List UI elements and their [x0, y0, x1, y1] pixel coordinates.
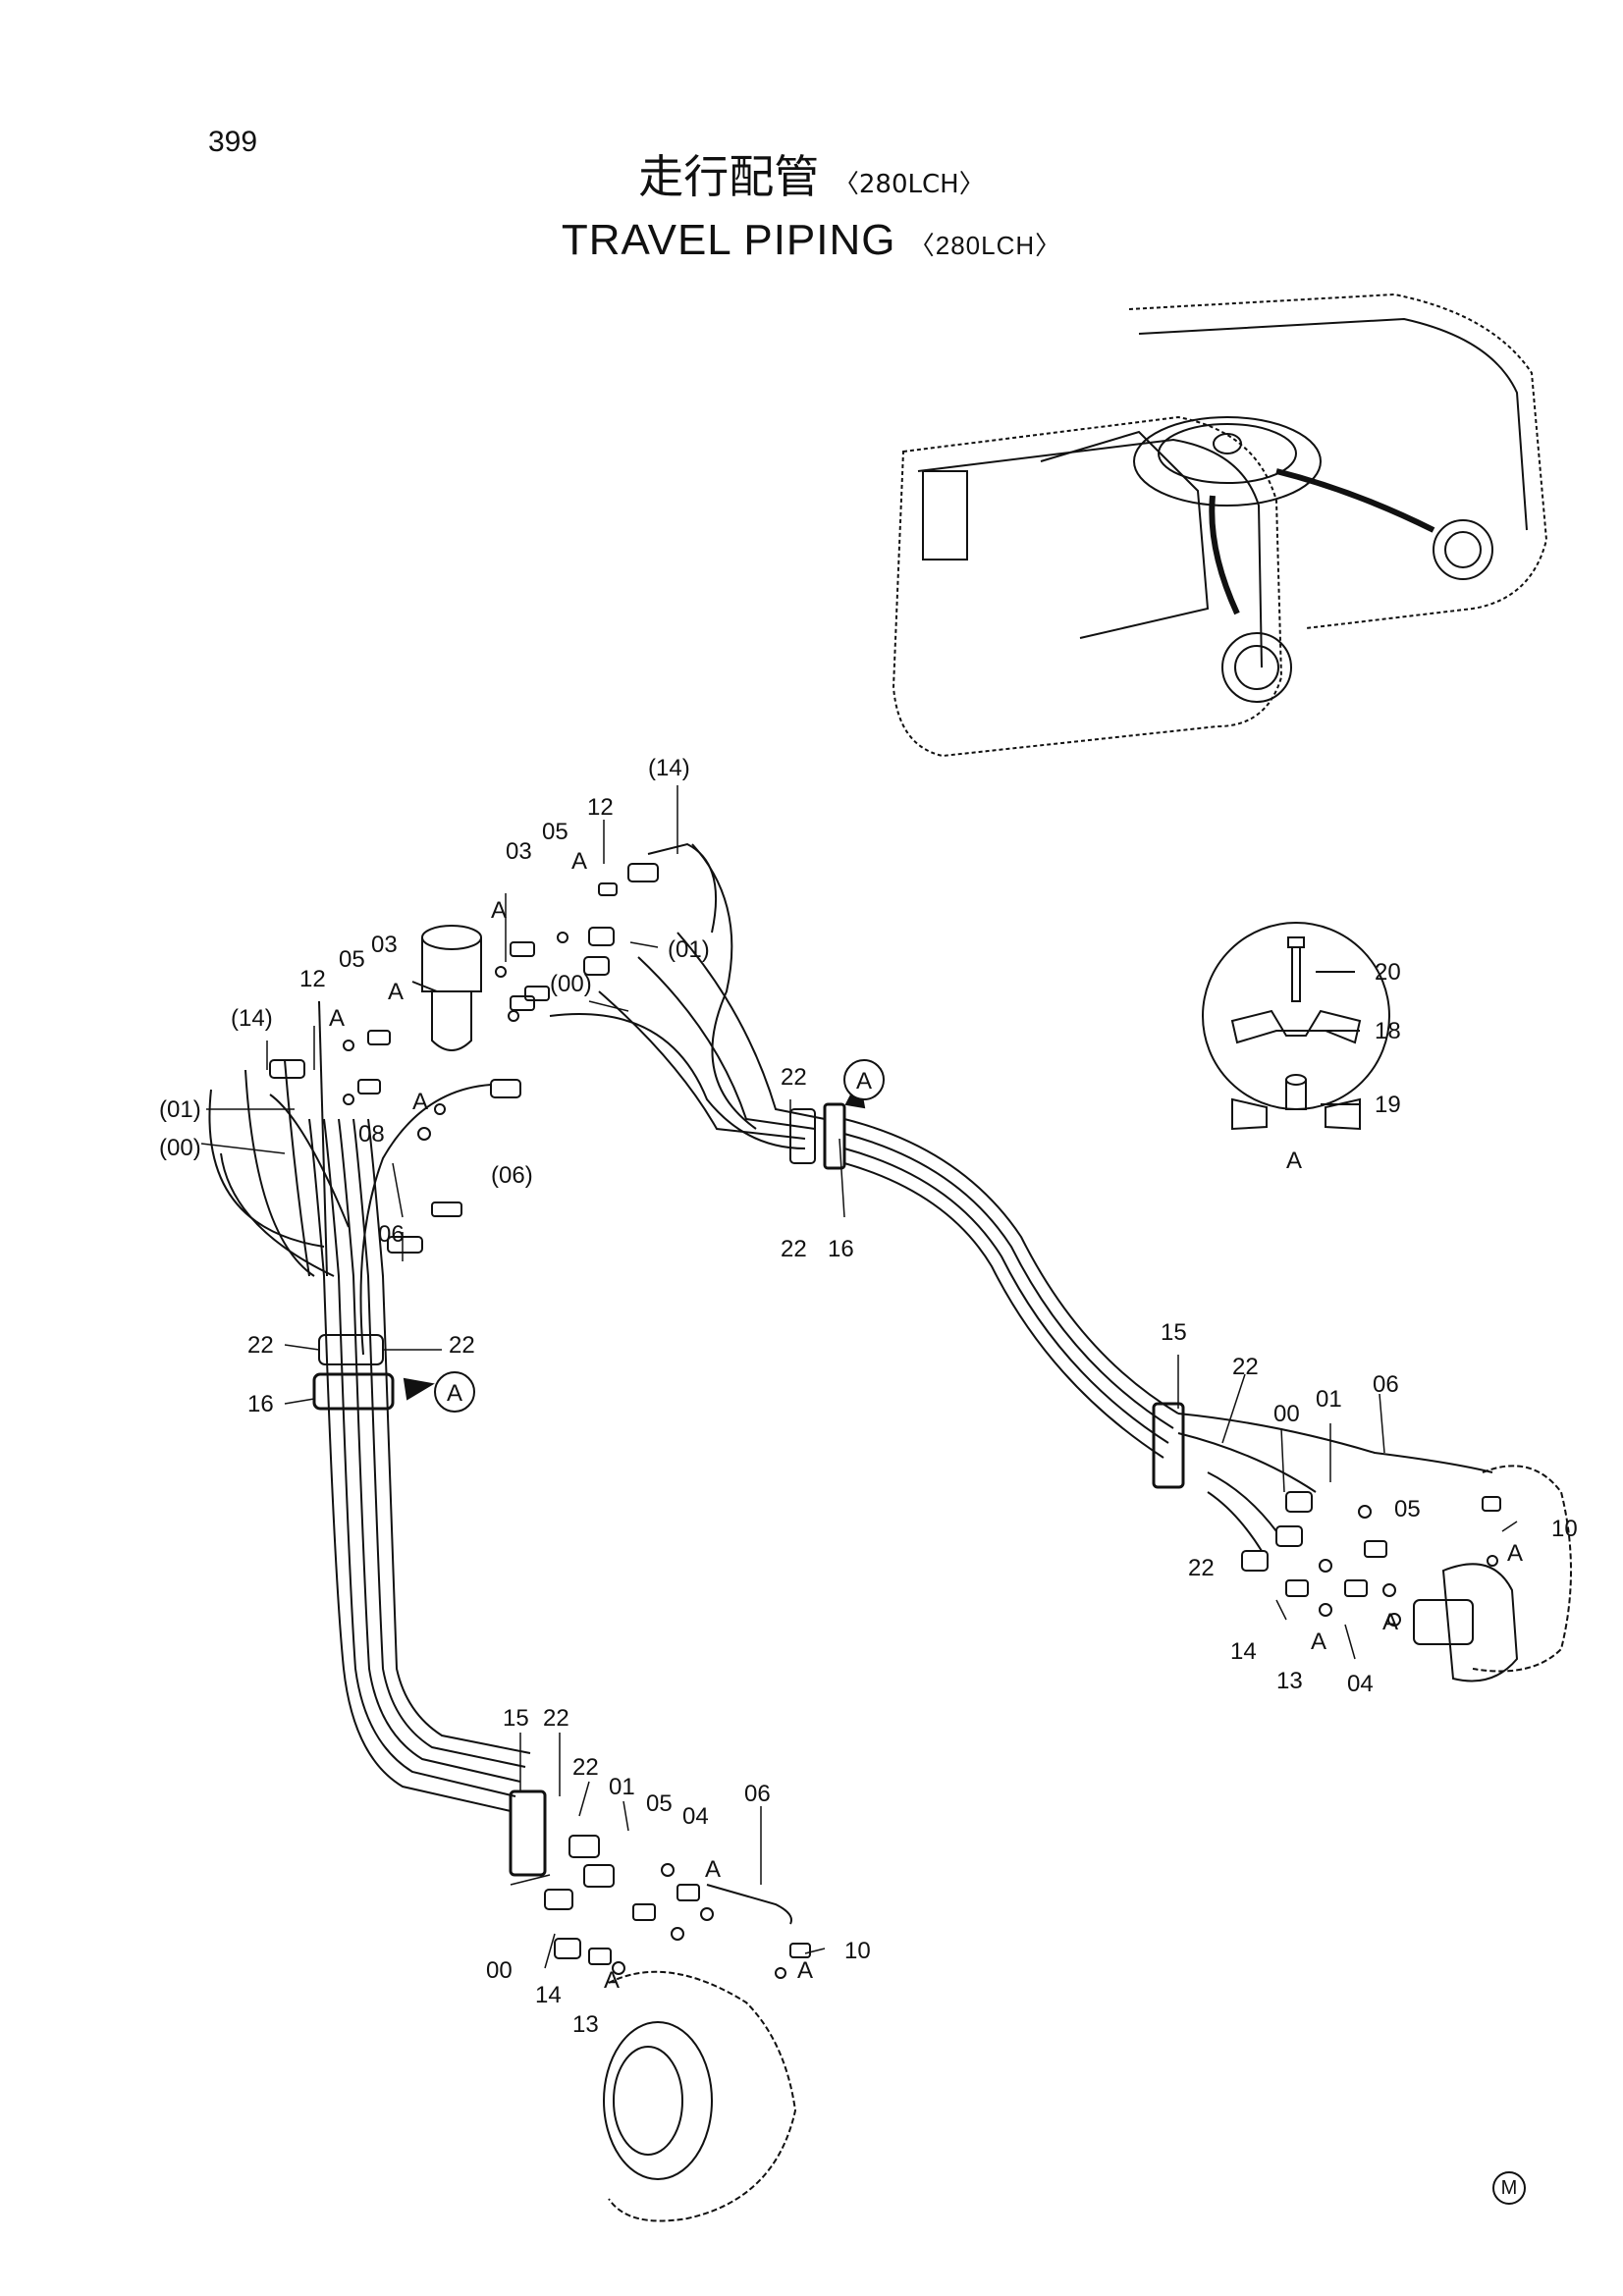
detail-part-18: 18	[1375, 1018, 1401, 1044]
clamps	[312, 1102, 1185, 1877]
callout-10-right: 10	[1551, 1516, 1578, 1542]
callout-00-top: (00)	[550, 971, 592, 997]
callout-13-right: 13	[1276, 1668, 1303, 1694]
callout-01-left: (01)	[159, 1096, 201, 1123]
leader-lines	[200, 785, 1518, 1969]
callout-12-left: 12	[299, 966, 326, 992]
detail-view-label: A	[1286, 1148, 1302, 1174]
callout-03-top: 03	[506, 838, 532, 865]
callout-14-right: 14	[1230, 1638, 1257, 1665]
callout-22-bottom-2: 22	[572, 1754, 599, 1781]
callout-22-bottom-1: 22	[543, 1705, 569, 1732]
callout-01-top: (01)	[668, 936, 710, 963]
callout-14-left: (14)	[231, 1005, 273, 1032]
right-travel-motor	[1241, 1465, 1572, 1682]
callout-05-left: 05	[339, 946, 365, 973]
hose-bundle-left	[244, 1000, 531, 1812]
detail-a-view	[1202, 922, 1390, 1131]
callout-10-bottom: 10	[844, 1938, 871, 1964]
callout-06-b: 06	[378, 1221, 405, 1248]
callout-15-right: 15	[1161, 1319, 1187, 1346]
title-japanese-text: 走行配管	[638, 150, 820, 203]
callout-14-top: (14)	[648, 755, 690, 781]
callout-a-left-1: A	[329, 1005, 345, 1032]
callout-a-small: A	[412, 1089, 428, 1115]
callout-a-top-2: A	[491, 897, 507, 924]
manufacturer-mark: M	[1492, 2171, 1526, 2205]
callout-a-bottom-3: A	[797, 1957, 813, 1984]
center-joint	[411, 925, 482, 1051]
callout-06-bottom: 06	[744, 1781, 771, 1807]
callout-05-top: 05	[542, 819, 568, 845]
callout-16-mid: 16	[828, 1236, 854, 1262]
hose-bundle-right	[843, 1118, 1493, 1552]
callout-22-left-2: 22	[449, 1332, 475, 1359]
callout-22-left-1: 22	[247, 1332, 274, 1359]
callout-00-left: (00)	[159, 1135, 201, 1161]
callout-05-right: 05	[1394, 1496, 1421, 1522]
callout-22-mid-bottom: 22	[781, 1236, 807, 1262]
callout-22-right-1: 22	[1232, 1354, 1259, 1380]
callout-06-right: 06	[1373, 1371, 1399, 1398]
callout-14-bottom: 14	[535, 1982, 562, 2008]
callout-04-bottom: 04	[682, 1803, 709, 1830]
title-japanese: 走行配管 〈280LCH〉	[0, 149, 1623, 212]
undercarriage-overview	[892, 293, 1548, 758]
page-number: 399	[208, 126, 258, 158]
callout-16-left: 16	[247, 1391, 274, 1417]
fittings-upper	[269, 863, 659, 1254]
callout-00-bottom: 00	[486, 1957, 513, 1984]
callout-a-top-1: A	[571, 848, 587, 875]
section-a-label-2: A	[447, 1380, 462, 1407]
callout-a-right-1: A	[1507, 1540, 1523, 1567]
callout-22-mid-top: 22	[781, 1064, 807, 1091]
callout-a-bottom-1: A	[705, 1856, 721, 1883]
title-english: TRAVEL PIPING 〈280LCH〉	[0, 212, 1623, 274]
title-block: 走行配管 〈280LCH〉 TRAVEL PIPING 〈280LCH〉	[0, 149, 1623, 274]
callout-13-bottom: 13	[572, 2011, 599, 2038]
title-japanese-model: 〈280LCH〉	[833, 170, 985, 199]
callout-15-bottom: 15	[503, 1705, 529, 1732]
callout-05-bottom: 05	[646, 1790, 673, 1817]
callout-00-right: 00	[1273, 1401, 1300, 1427]
callout-01-bottom: 01	[609, 1774, 635, 1800]
callout-a-right-2: A	[1382, 1609, 1398, 1635]
bottom-travel-motor	[544, 1835, 811, 2222]
detail-part-19: 19	[1375, 1092, 1401, 1118]
callout-a-left-2: A	[388, 979, 404, 1005]
callout-03-left: 03	[371, 932, 398, 958]
detail-part-20: 20	[1375, 959, 1401, 986]
title-english-model: 〈280LCH〉	[908, 231, 1062, 260]
callout-04-right: 04	[1347, 1671, 1374, 1697]
section-a-label-1: A	[856, 1068, 872, 1095]
title-english-text: TRAVEL PIPING	[561, 216, 896, 264]
callout-12-top: 12	[587, 794, 614, 821]
callout-08: 08	[358, 1121, 385, 1148]
callout-01-right: 01	[1316, 1386, 1342, 1413]
callout-06-a: (06)	[491, 1162, 533, 1189]
callout-a-bottom-2: A	[604, 1967, 620, 1994]
section-a-circles: A A	[434, 1059, 885, 1413]
callout-22-right-2: 22	[1188, 1555, 1215, 1581]
callout-a-right-3: A	[1311, 1629, 1326, 1655]
hose-bundle-upper	[208, 842, 826, 1356]
